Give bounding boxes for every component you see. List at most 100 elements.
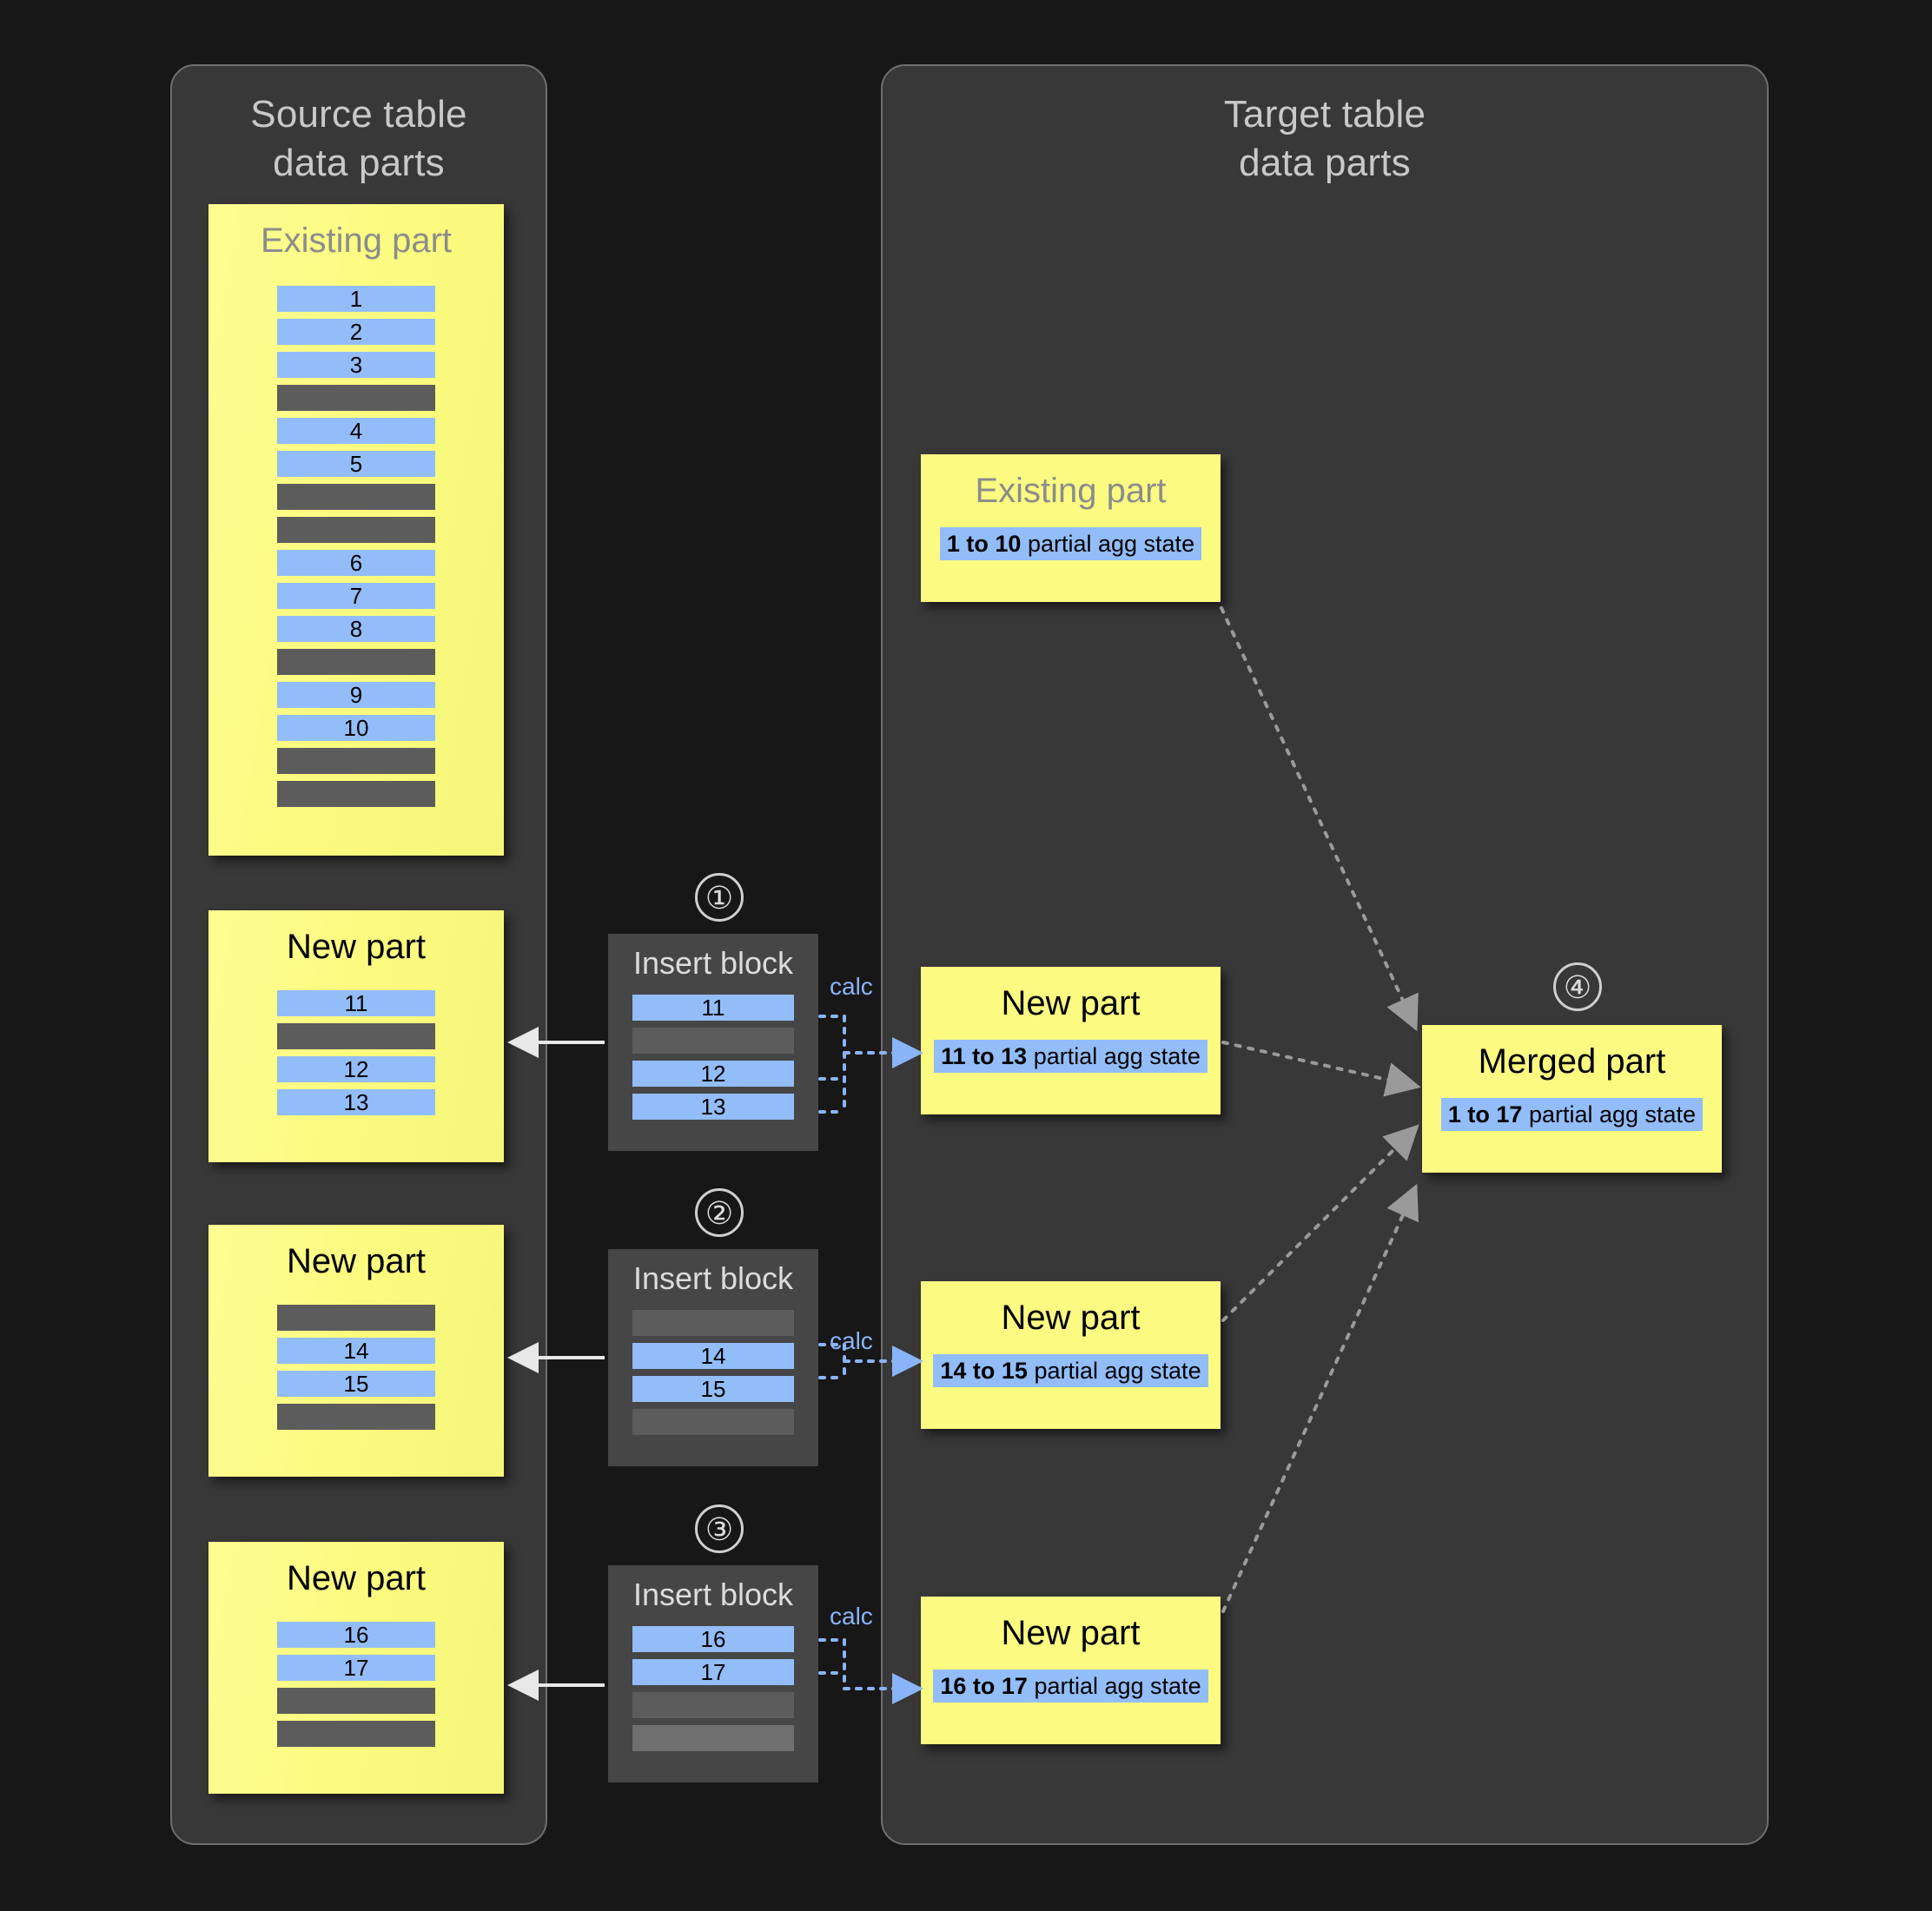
insert-row: 15 (632, 1376, 794, 1402)
source-panel-title: Source table data parts (250, 93, 467, 184)
data-row: 5 (277, 451, 435, 477)
agg-state-label: 16 to 17 partial agg state (933, 1670, 1208, 1703)
agg-state-wrap: 14 to 15 partial agg state (921, 1354, 1221, 1387)
target-new-part-2: New part 14 to 15 partial agg state (921, 1281, 1221, 1429)
data-row (277, 1404, 435, 1430)
target-new-part-3: New part 16 to 17 partial agg state (921, 1597, 1221, 1744)
data-row: 17 (277, 1655, 435, 1681)
data-row: 2 (277, 319, 435, 345)
insert-row: 11 (632, 995, 794, 1021)
agg-range: 16 to 17 (940, 1673, 1028, 1699)
insert-row (632, 1692, 794, 1718)
part-heading: Existing part (975, 472, 1167, 510)
insert-row: 13 (632, 1094, 794, 1120)
target-table-panel: Target table data parts (881, 64, 1769, 1845)
data-row: 4 (277, 418, 435, 444)
data-row (277, 1688, 435, 1714)
agg-suffix: partial agg state (1021, 531, 1195, 557)
data-row: 1 (277, 286, 435, 312)
agg-state-label: 1 to 10 partial agg state (939, 527, 1202, 560)
part-heading: Existing part (260, 222, 453, 260)
target-existing-part: Existing part 1 to 10 partial agg state (921, 454, 1221, 602)
data-row: 11 (277, 990, 435, 1016)
data-row (277, 517, 435, 543)
insert-row: 14 (632, 1343, 794, 1369)
insert-row (632, 1028, 794, 1054)
part-heading: New part (1001, 1614, 1141, 1652)
agg-suffix: partial agg state (1027, 1358, 1201, 1384)
data-row (277, 1023, 435, 1049)
agg-state-wrap: 1 to 17 partial agg state (1422, 1098, 1722, 1131)
target-new-part-1: New part 11 to 13 partial agg state (921, 967, 1221, 1114)
data-row: 9 (277, 682, 435, 708)
step-marker-3: ③ (695, 1504, 744, 1553)
data-row: 6 (277, 550, 435, 576)
row-list: 1 2 3 4 5 6 7 8 9 10 (277, 286, 435, 807)
data-row (277, 484, 435, 510)
data-row: 16 (277, 1622, 435, 1648)
part-heading: New part (286, 1559, 427, 1597)
calc-label-3: calc (830, 1603, 873, 1630)
row-list: 11 12 13 (632, 995, 794, 1120)
row-list: 11 12 13 (277, 990, 435, 1115)
insert-row (632, 1310, 794, 1336)
insert-row (632, 1409, 794, 1435)
agg-suffix: partial agg state (1027, 1673, 1201, 1699)
data-row: 3 (277, 352, 435, 378)
part-heading: New part (1001, 984, 1141, 1022)
insert-block-title: Insert block (632, 1260, 794, 1296)
data-row (277, 781, 435, 807)
data-row: 12 (277, 1056, 435, 1082)
agg-range: 1 to 10 (946, 531, 1022, 557)
part-heading: New part (286, 928, 427, 966)
insert-row (632, 1725, 794, 1751)
insert-block-title: Insert block (632, 945, 794, 981)
data-row (277, 1721, 435, 1747)
insert-block-1: Insert block 11 12 13 (608, 934, 818, 1151)
insert-row: 17 (632, 1659, 794, 1685)
agg-state-label: 14 to 15 partial agg state (933, 1354, 1208, 1387)
agg-range: 1 to 17 (1447, 1101, 1523, 1127)
target-merged-part: Merged part 1 to 17 partial agg state (1422, 1025, 1722, 1173)
step-marker-2: ② (695, 1188, 744, 1237)
insert-row: 16 (632, 1626, 794, 1652)
data-row: 8 (277, 616, 435, 642)
insert-block-title: Insert block (632, 1577, 794, 1612)
data-row: 13 (277, 1089, 435, 1115)
agg-suffix: partial agg state (1522, 1101, 1697, 1127)
agg-state-label: 11 to 13 partial agg state (934, 1040, 1208, 1073)
agg-state-wrap: 11 to 13 partial agg state (921, 1040, 1221, 1073)
agg-suffix: partial agg state (1027, 1043, 1201, 1069)
insert-row: 12 (632, 1061, 794, 1087)
agg-range: 14 to 15 (940, 1358, 1028, 1384)
data-row: 15 (277, 1371, 435, 1397)
source-new-part-1: New part 11 12 13 (208, 910, 504, 1162)
calc-label-2: calc (830, 1327, 873, 1354)
part-heading: New part (1001, 1299, 1141, 1337)
data-row (277, 649, 435, 675)
agg-range: 11 to 13 (941, 1043, 1028, 1069)
data-row: 14 (277, 1338, 435, 1364)
calc-label-1: calc (830, 973, 873, 1000)
step-marker-1: ① (695, 873, 744, 922)
data-row: 7 (277, 583, 435, 609)
source-existing-part: Existing part 1 2 3 4 5 6 7 8 9 10 (208, 204, 504, 856)
data-row (277, 1305, 435, 1331)
step-marker-4: ④ (1553, 962, 1602, 1011)
data-row (277, 748, 435, 774)
agg-state-wrap: 1 to 10 partial agg state (921, 527, 1221, 560)
part-heading: Merged part (1478, 1042, 1666, 1081)
agg-state-wrap: 16 to 17 partial agg state (921, 1670, 1221, 1703)
data-row: 10 (277, 715, 435, 741)
part-heading: New part (286, 1242, 427, 1280)
agg-state-label: 1 to 17 partial agg state (1440, 1098, 1704, 1131)
data-row (277, 385, 435, 411)
